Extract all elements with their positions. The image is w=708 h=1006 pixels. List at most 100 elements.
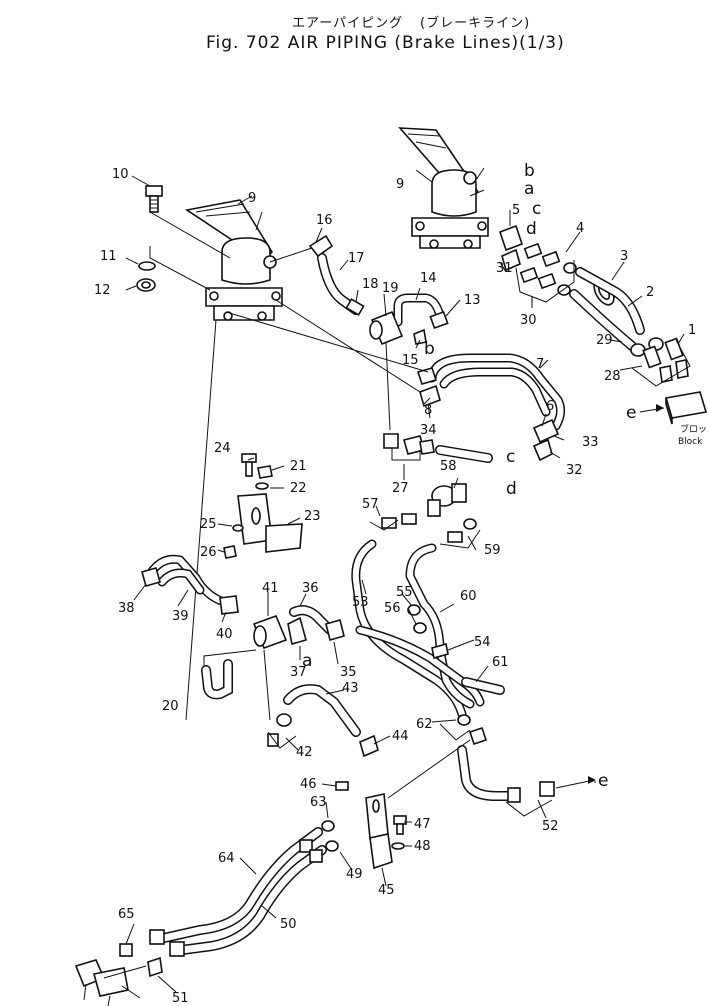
callout-3: 3	[620, 249, 628, 264]
hose-to-52	[457, 745, 513, 801]
callout-40: 40	[216, 627, 233, 642]
fittings-5-31	[498, 224, 524, 272]
callout-51: 51	[172, 991, 189, 1006]
bracket-59	[439, 529, 481, 549]
pipe-7	[427, 353, 566, 431]
callout-36: 36	[302, 581, 319, 596]
callout-54: 54	[474, 635, 491, 650]
callout-7: 7	[536, 357, 544, 372]
hose-17	[308, 234, 365, 316]
hose-ends	[149, 839, 323, 957]
callout-13: 13	[464, 293, 481, 308]
callout-57: 57	[362, 497, 379, 512]
callout-55: 55	[396, 585, 413, 600]
callout-25: 25	[200, 517, 217, 532]
fittings-55-56	[407, 604, 427, 634]
figure-title-japanese: エアーパイピング	[292, 16, 404, 31]
callout-63: 63	[310, 795, 327, 810]
callout-11: 11	[100, 249, 117, 264]
brake-valve-right	[398, 127, 489, 249]
bracket-27	[391, 448, 421, 461]
washer-22	[255, 482, 269, 490]
block	[664, 391, 708, 425]
callout-17: 17	[348, 251, 365, 266]
callout-8: 8	[424, 403, 432, 418]
fitting-46	[335, 781, 349, 791]
relay-valve-19	[369, 310, 404, 346]
callout-leaders	[125, 167, 685, 993]
valve-block-bottom	[74, 959, 141, 1006]
callout-20: 20	[162, 699, 179, 714]
callout-34: 34	[420, 423, 437, 438]
letter-b-lower: b	[424, 339, 435, 359]
letter-a-upper: a	[524, 179, 534, 199]
bracket-45	[365, 793, 393, 870]
callout-12: 12	[94, 283, 111, 298]
leader-line-20	[203, 649, 257, 666]
arrow-head-e-bottom	[588, 776, 596, 784]
callout-62: 62	[416, 717, 433, 732]
leader-line-45	[387, 739, 471, 799]
callout-43: 43	[342, 681, 359, 696]
callout-58: 58	[440, 459, 457, 474]
fitting-37	[287, 616, 307, 646]
callout-21: 21	[290, 459, 307, 474]
callout-52: 52	[542, 819, 559, 834]
callout-1: 1	[688, 323, 696, 338]
callout-61: 61	[492, 655, 509, 670]
nut-12	[136, 278, 156, 292]
callout-37: 37	[290, 665, 307, 680]
letter-e-lower: e	[598, 771, 608, 791]
bolt-10	[145, 185, 163, 213]
callout-33: 33	[582, 435, 599, 450]
bracket-52	[505, 799, 553, 817]
callout-14: 14	[420, 271, 437, 286]
bracket-30	[515, 260, 575, 303]
callout-15: 15	[402, 353, 419, 368]
bracket-62	[439, 723, 471, 741]
pipe-39	[145, 554, 229, 607]
pipe-14	[393, 293, 445, 327]
washer-48	[391, 842, 405, 850]
letter-b-upper: b	[524, 161, 535, 181]
letter-a-lower: a	[302, 651, 312, 671]
arrow-head-e-top	[656, 404, 664, 412]
fittings-1-28	[630, 337, 689, 383]
fitting-44	[359, 734, 379, 758]
figure-title: Fig. 702 AIR PIPING (Brake Lines)(1/3)	[206, 33, 565, 53]
fitting-40	[219, 595, 239, 615]
letter-c-upper: c	[532, 199, 541, 219]
bracket-57	[369, 519, 399, 531]
callout-44: 44	[392, 729, 409, 744]
letter-d-lower: d	[506, 479, 517, 499]
callout-38: 38	[118, 601, 135, 616]
callout-59: 59	[484, 543, 501, 558]
callout-6: 6	[546, 399, 554, 414]
leader-line-19	[385, 341, 391, 431]
bracket-23	[237, 493, 303, 553]
callout-27: 27	[392, 481, 409, 496]
letter-d-upper: d	[526, 219, 537, 239]
callout-29: 29	[596, 333, 613, 348]
callout-10: 10	[112, 167, 129, 182]
hoses-64-50	[159, 827, 327, 955]
callout-60: 60	[460, 589, 477, 604]
callout-39: 39	[172, 609, 189, 624]
fitting-38	[141, 567, 161, 587]
callout-46: 46	[300, 777, 317, 792]
hose-43	[283, 684, 361, 737]
fitting-13	[413, 310, 449, 345]
callout-30: 30	[520, 313, 537, 328]
leader-lines-pipe-7	[225, 299, 429, 393]
callout-23: 23	[304, 509, 321, 524]
leader-line-long-left	[185, 319, 217, 721]
callout-5: 5	[512, 203, 520, 218]
letter-c-lower: c	[506, 447, 515, 467]
bolt-47	[393, 815, 407, 835]
callout-28: 28	[604, 369, 621, 384]
fittings-6-33-32-34	[416, 367, 560, 462]
callout-41: 41	[262, 581, 279, 596]
callout-22: 22	[290, 481, 307, 496]
pipes-53-60	[351, 539, 485, 719]
